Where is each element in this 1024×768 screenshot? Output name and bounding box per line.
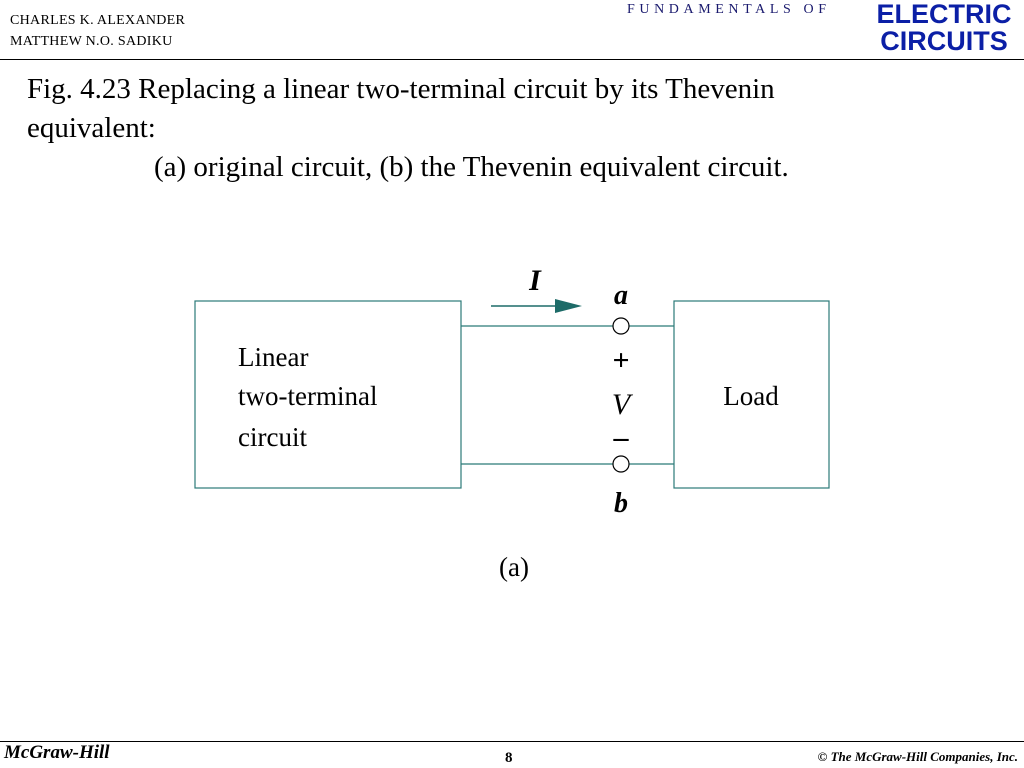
author-name: CHARLES K. ALEXANDER bbox=[10, 13, 186, 28]
plus-sign: + bbox=[612, 344, 629, 377]
author-name: MATTHEW N.O. SADIKU bbox=[10, 34, 173, 49]
footer-divider bbox=[0, 741, 1024, 742]
minus-sign: – bbox=[613, 421, 630, 454]
figure-caption: Fig. 4.23 Replacing a linear two-termina… bbox=[27, 70, 987, 187]
caption-line: Fig. 4.23 Replacing a linear two-termina… bbox=[27, 73, 775, 105]
caption-line: (a) original circuit, (b) the Thevenin e… bbox=[154, 151, 789, 183]
part-label: (a) bbox=[499, 552, 529, 582]
logo-line-electric: ELECTRIC bbox=[876, 0, 1012, 29]
page-number: 8 bbox=[505, 750, 513, 766]
header-divider bbox=[0, 59, 1024, 60]
book-logo: ELECTRIC CIRCUITS bbox=[866, 1, 1022, 55]
circuit-label-line: two-terminal bbox=[238, 381, 377, 411]
linear-circuit-box bbox=[194, 300, 462, 489]
current-label: I bbox=[528, 264, 542, 297]
current-arrow-icon bbox=[555, 299, 582, 313]
terminal-b-node bbox=[612, 455, 630, 473]
series-title: FUNDAMENTALS OF bbox=[627, 2, 831, 17]
terminal-b-label: b bbox=[614, 488, 628, 519]
circuit-label-line: Linear bbox=[238, 342, 308, 372]
load-label: Load bbox=[723, 381, 779, 411]
publisher-name: McGraw-Hill bbox=[4, 742, 110, 763]
authors-block: CHARLES K. ALEXANDER MATTHEW N.O. SADIKU bbox=[10, 10, 185, 52]
copyright-notice: © The McGraw-Hill Companies, Inc. bbox=[817, 749, 1018, 764]
caption-line: equivalent: bbox=[27, 112, 156, 144]
logo-line-circuits: CIRCUITS bbox=[880, 26, 1008, 56]
terminal-a-label: a bbox=[614, 280, 628, 311]
voltage-label: V bbox=[612, 388, 634, 421]
circuit-label-line: circuit bbox=[238, 422, 307, 452]
terminal-a-node bbox=[612, 317, 630, 335]
load-box bbox=[673, 300, 830, 489]
